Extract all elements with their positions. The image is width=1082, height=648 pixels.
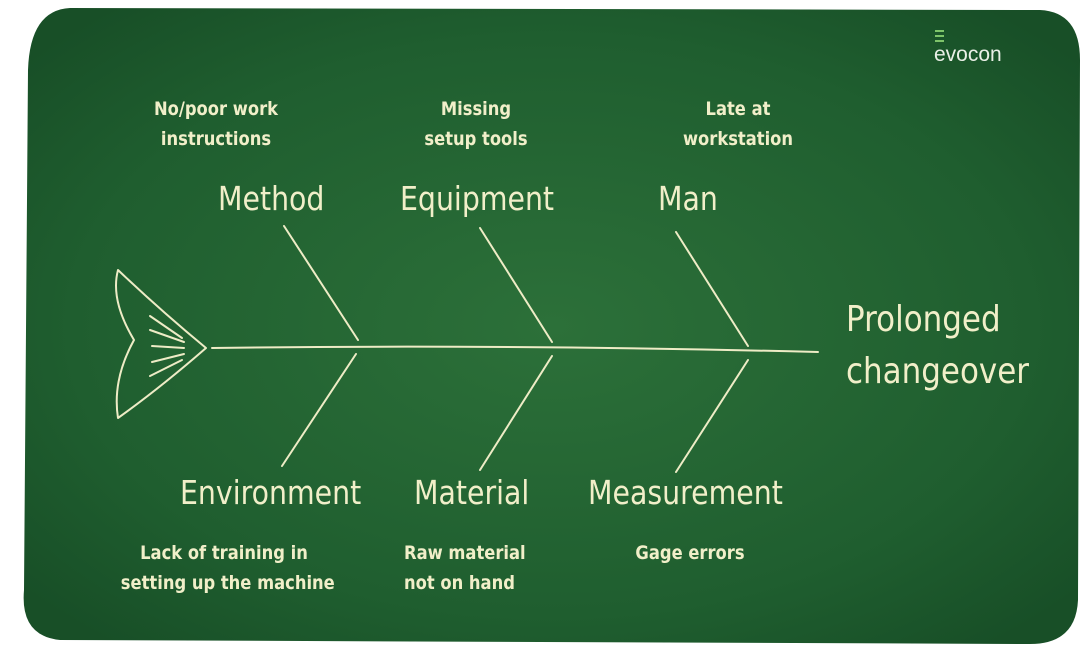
cause-man-line-1: Late at bbox=[705, 98, 771, 120]
fish-tail-ray bbox=[151, 345, 185, 349]
cause-environment-line-1: Lack of training in bbox=[140, 542, 308, 564]
cause-material-line-2: not on hand bbox=[404, 572, 515, 594]
cause-method-line-1: No/poor work bbox=[153, 98, 279, 120]
category-man: Man bbox=[658, 179, 718, 218]
bone-method bbox=[283, 225, 359, 341]
cause-method: No/poor work instructions bbox=[145, 94, 286, 154]
fish-tail bbox=[115, 269, 207, 419]
bone-material bbox=[479, 355, 553, 471]
category-material: Material bbox=[414, 473, 530, 512]
fish-tail-ray bbox=[151, 353, 185, 363]
fish-tail-ray bbox=[149, 315, 183, 339]
fish-tail-ray bbox=[149, 329, 185, 343]
cause-material-line-1: Raw material bbox=[404, 542, 526, 564]
category-equipment: Equipment bbox=[400, 179, 555, 218]
effect-line-1: Prolonged bbox=[846, 299, 1001, 340]
category-measurement: Measurement bbox=[588, 473, 783, 512]
cause-measurement-line-1: Gage errors bbox=[635, 542, 745, 564]
cause-method-line-2: instructions bbox=[160, 128, 272, 150]
evocon-mark-icon bbox=[935, 30, 944, 42]
effect-line-2: changeover bbox=[846, 351, 1029, 392]
category-environment: Environment bbox=[180, 473, 362, 512]
bone-measurement bbox=[675, 359, 749, 473]
bone-man bbox=[675, 231, 749, 347]
cause-equipment: Missing setup tools bbox=[405, 94, 546, 154]
fish-tail-ray bbox=[149, 359, 183, 377]
cause-man: Late at workstation bbox=[667, 94, 808, 154]
cause-environment: Lack of training in setting up the machi… bbox=[120, 538, 335, 598]
cause-environment-line-2: setting up the machine bbox=[120, 572, 335, 594]
effect-label: Prolonged changeover bbox=[846, 294, 1029, 398]
fishbone-spine bbox=[211, 345, 819, 353]
cause-material: Raw material not on hand bbox=[404, 538, 526, 598]
category-method: Method bbox=[218, 179, 325, 218]
evocon-logo: evocon bbox=[934, 30, 1002, 67]
cause-man-line-2: workstation bbox=[682, 128, 794, 150]
bone-equipment bbox=[479, 227, 553, 343]
cause-equipment-line-1: Missing bbox=[440, 98, 512, 120]
chalkboard-background bbox=[23, 8, 1081, 644]
cause-measurement: Gage errors bbox=[621, 538, 759, 568]
brand-name: evocon bbox=[934, 43, 1002, 66]
bone-environment bbox=[281, 353, 357, 467]
cause-equipment-line-2: setup tools bbox=[424, 128, 528, 150]
